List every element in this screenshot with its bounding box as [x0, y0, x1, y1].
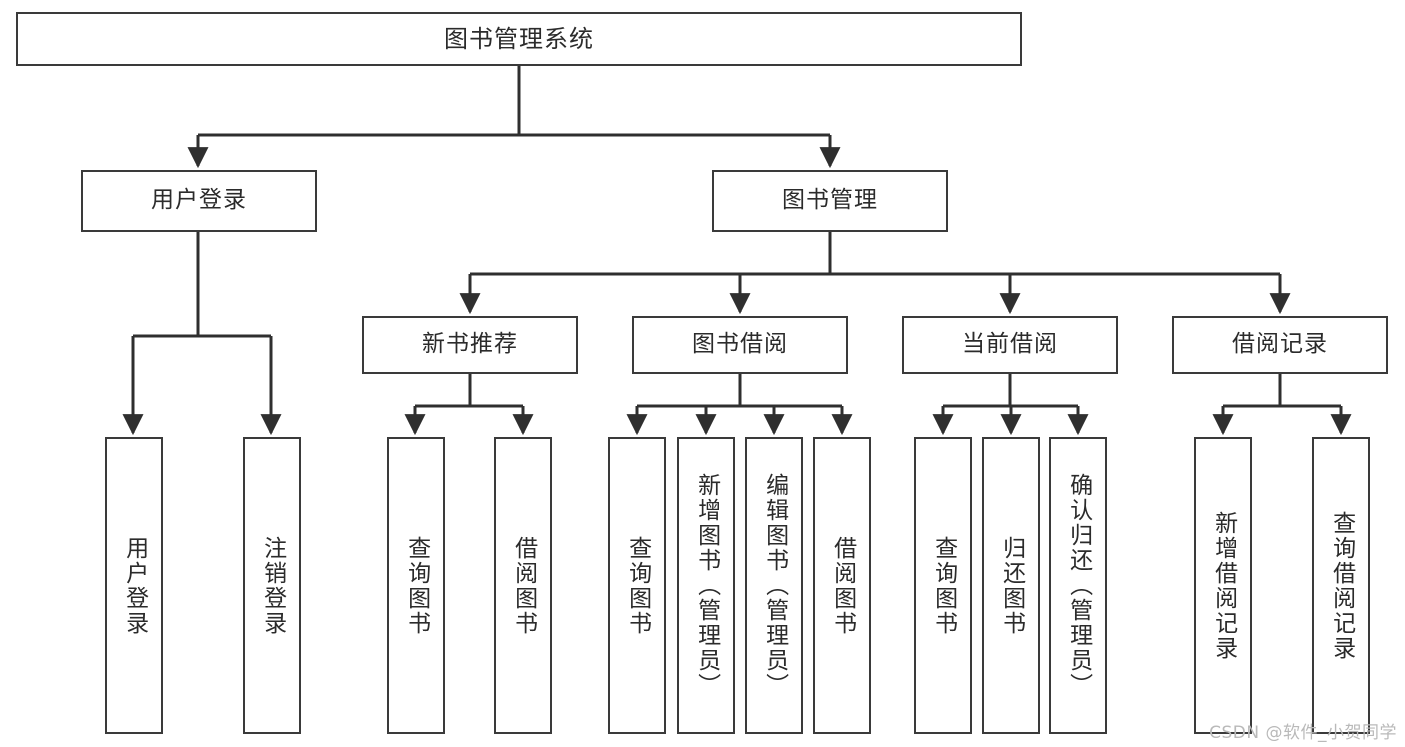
node-leaf-query-record[interactable]: 查询借阅记录 [1312, 437, 1370, 734]
node-leaf-return-book-label: 归还图书 [998, 535, 1025, 636]
node-leaf-add-book[interactable]: 新增图书（管理员） [677, 437, 735, 734]
node-leaf-borrow-book-1[interactable]: 借阅图书 [494, 437, 552, 734]
node-leaf-add-record-label: 新增借阅记录 [1210, 510, 1237, 661]
node-leaf-return-book[interactable]: 归还图书 [982, 437, 1040, 734]
node-leaf-query-book-3-label: 查询图书 [930, 535, 957, 636]
node-user-login-label: 用户登录 [151, 187, 247, 214]
node-book-manage[interactable]: 图书管理 [712, 170, 948, 232]
node-borrow-record[interactable]: 借阅记录 [1172, 316, 1388, 374]
node-leaf-query-record-label: 查询借阅记录 [1328, 510, 1355, 661]
node-leaf-confirm-return[interactable]: 确认归还（管理员） [1049, 437, 1107, 734]
node-leaf-borrow-book-2[interactable]: 借阅图书 [813, 437, 871, 734]
node-leaf-query-book-2[interactable]: 查询图书 [608, 437, 666, 734]
node-new-book-recommend[interactable]: 新书推荐 [362, 316, 578, 374]
node-leaf-user-login[interactable]: 用户登录 [105, 437, 163, 734]
watermark: CSDN @软件_小贺同学 [1209, 723, 1397, 743]
node-root-label: 图书管理系统 [444, 24, 594, 53]
node-leaf-logout-label: 注销登录 [259, 535, 286, 636]
node-leaf-edit-book-label: 编辑图书（管理员） [761, 473, 788, 698]
node-leaf-query-book-1[interactable]: 查询图书 [387, 437, 445, 734]
node-user-login[interactable]: 用户登录 [81, 170, 317, 232]
node-leaf-add-record[interactable]: 新增借阅记录 [1194, 437, 1252, 734]
node-current-borrow[interactable]: 当前借阅 [902, 316, 1118, 374]
node-leaf-borrow-book-1-label: 借阅图书 [510, 535, 537, 636]
node-book-manage-label: 图书管理 [782, 187, 878, 214]
node-leaf-borrow-book-2-label: 借阅图书 [829, 535, 856, 636]
node-leaf-logout[interactable]: 注销登录 [243, 437, 301, 734]
node-borrow-record-label: 借阅记录 [1232, 331, 1328, 358]
node-root[interactable]: 图书管理系统 [16, 12, 1022, 66]
node-new-book-recommend-label: 新书推荐 [422, 331, 518, 358]
node-leaf-query-book-1-label: 查询图书 [403, 535, 430, 636]
node-leaf-add-book-label: 新增图书（管理员） [693, 473, 720, 698]
node-book-borrow[interactable]: 图书借阅 [632, 316, 848, 374]
node-leaf-query-book-2-label: 查询图书 [624, 535, 651, 636]
node-leaf-confirm-return-label: 确认归还（管理员） [1065, 473, 1092, 698]
node-book-borrow-label: 图书借阅 [692, 331, 788, 358]
node-leaf-query-book-3[interactable]: 查询图书 [914, 437, 972, 734]
node-current-borrow-label: 当前借阅 [962, 331, 1058, 358]
node-leaf-edit-book[interactable]: 编辑图书（管理员） [745, 437, 803, 734]
node-leaf-user-login-label: 用户登录 [121, 535, 148, 636]
